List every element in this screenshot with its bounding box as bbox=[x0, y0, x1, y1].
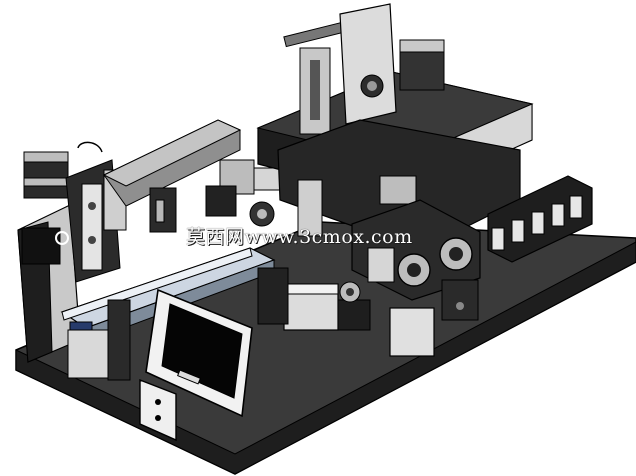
left-clamp bbox=[21, 227, 61, 265]
top-vertical-plate bbox=[339, 3, 397, 125]
base-plate-edge bbox=[15, 241, 636, 475]
display-stand-post bbox=[139, 378, 177, 442]
left-clamp-hook bbox=[55, 231, 69, 245]
front-right-motor bbox=[389, 307, 435, 357]
